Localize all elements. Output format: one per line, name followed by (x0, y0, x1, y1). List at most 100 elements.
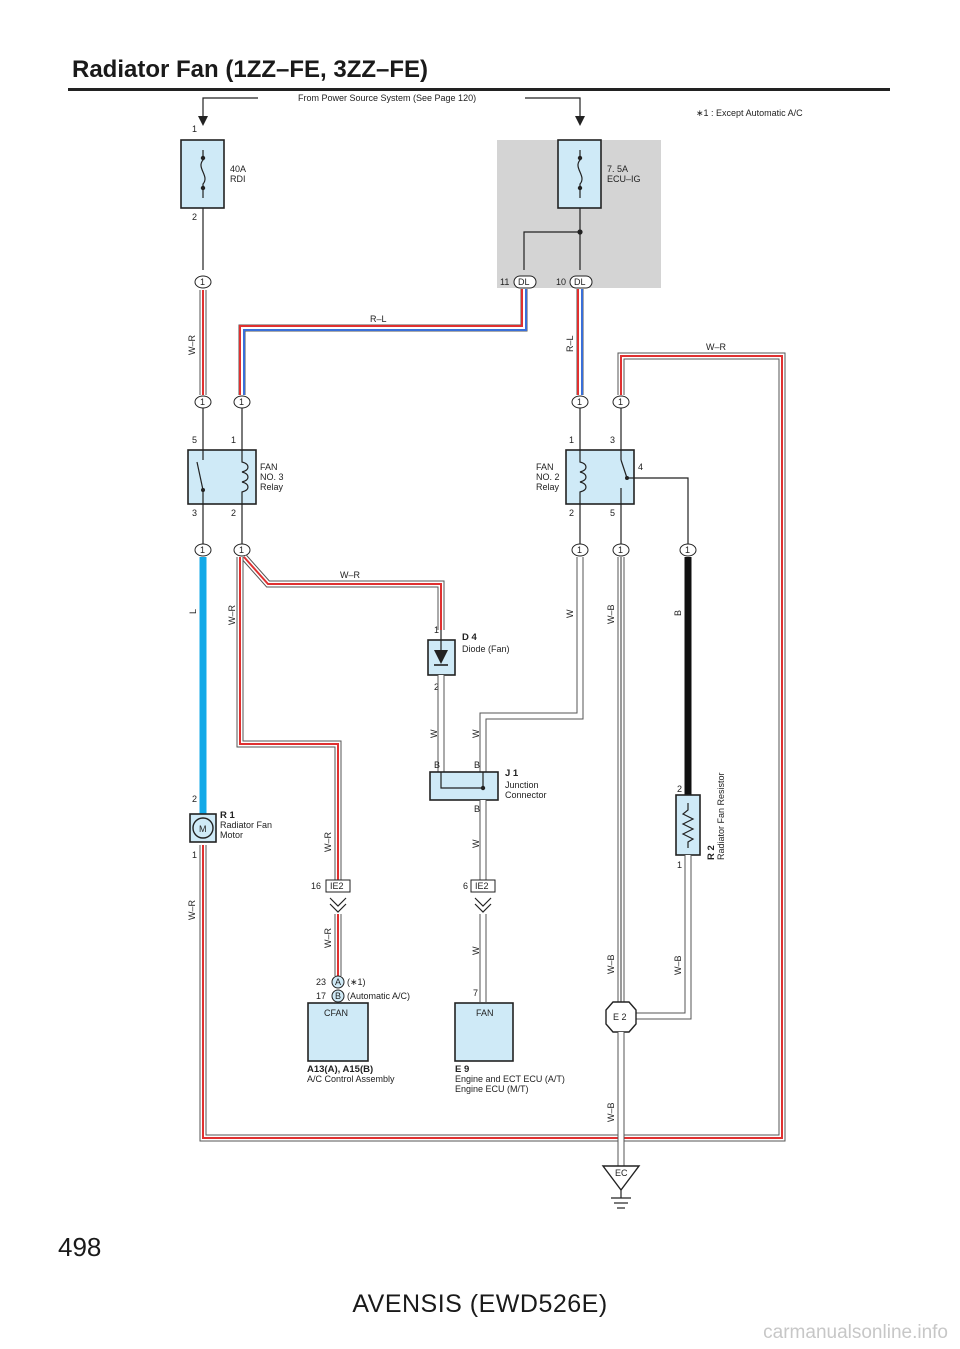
page-title: Radiator Fan (1ZZ–FE, 3ZZ–FE) (72, 56, 429, 83)
resistor-pin2: 2 (677, 784, 682, 794)
ac-pin-b: B 17 (Automatic A/C) (316, 989, 410, 1003)
wire-w-fan2-j1 (479, 557, 584, 772)
ac-control-box (307, 1002, 369, 1062)
ground-ec-label: EC (615, 1168, 628, 1178)
wire-wr-loop (199, 352, 786, 1142)
fan3-switch-dot (201, 488, 205, 492)
resistor-pin1: 1 (677, 860, 682, 870)
wire-wr-ac (236, 557, 342, 880)
junction-line1: Junction (505, 780, 539, 790)
motor-pin1: 1 (192, 850, 197, 860)
ecu-line2: Engine ECU (M/T) (455, 1084, 529, 1094)
svg-text:11: 11 (500, 277, 509, 287)
ecu-line1: Engine and ECT ECU (A/T) (455, 1074, 565, 1084)
wire-label-w-1: W (429, 729, 439, 738)
wire-rl-fan3 (238, 289, 528, 395)
ground-ec (601, 1165, 641, 1192)
svg-text:23: 23 (316, 977, 326, 987)
svg-text:1: 1 (577, 545, 582, 555)
wire-label-rl-1: R–L (370, 314, 387, 324)
ecu-terminal: FAN (476, 1008, 494, 1018)
fan2-pin-side: 4 (638, 462, 643, 472)
fuse-rdi-rating: 40A (230, 164, 246, 174)
diode-pin2: 2 (434, 682, 439, 692)
wire-label-wb-3: W–B (673, 955, 683, 975)
svg-text:IE2: IE2 (330, 881, 344, 891)
ecu-box (454, 1002, 514, 1062)
motor-line1: Radiator Fan (220, 820, 272, 830)
arrow-right (575, 116, 585, 126)
resistor-code: R 2 (706, 845, 717, 860)
resistor-name: Radiator Fan Resistor (716, 772, 726, 860)
junction-line2: Connector (505, 790, 547, 800)
ground-e2 (605, 1001, 637, 1033)
wire-label-wr-7: W–R (323, 928, 333, 949)
wire-label-wr-3: W–R (187, 900, 197, 921)
ac-name: A/C Control Assembly (307, 1074, 395, 1084)
svg-text:B: B (335, 991, 341, 1001)
svg-text:(∗1): (∗1) (347, 977, 366, 987)
junction-b-left: B (434, 760, 440, 770)
wire-label-w-3: W (471, 729, 481, 738)
svg-text:DL: DL (518, 277, 530, 287)
svg-text:1: 1 (685, 545, 690, 555)
svg-text:6: 6 (463, 881, 468, 891)
wire-label-wb-1: W–B (606, 604, 616, 624)
fan2-pin-tr: 3 (610, 435, 615, 445)
motor-symbol (192, 817, 214, 839)
svg-text:1: 1 (577, 397, 582, 407)
wire-label-wr-5: W–R (227, 605, 237, 626)
wire-label-w-2: W (565, 609, 575, 618)
wire-label-wr-4: W–R (340, 570, 361, 580)
wire-wr-diode (241, 554, 445, 630)
footnote: ∗1 : Except Automatic A/C (696, 108, 803, 118)
fan3-label-2: NO. 3 (260, 472, 284, 482)
svg-text:1: 1 (200, 277, 205, 287)
svg-text:1: 1 (200, 397, 205, 407)
wire-ecu-ig-branch (523, 231, 580, 270)
ac-terminal: CFAN (324, 1008, 348, 1018)
svg-text:1: 1 (239, 397, 244, 407)
fan3-label-3: Relay (260, 482, 284, 492)
svg-text:1: 1 (239, 545, 244, 555)
ecu-code: E 9 (455, 1064, 469, 1075)
wire-label-wr-2: W–R (706, 342, 727, 352)
motor-code: R 1 (220, 810, 236, 821)
ie2-connector-6: IE2 6 (463, 879, 496, 913)
wire-wb-resistor (636, 855, 692, 1020)
fan2-pin-tl: 1 (569, 435, 574, 445)
motor-line2: Motor (220, 830, 243, 840)
wire-label-wb-4: W–B (606, 1102, 616, 1122)
title-rule (68, 88, 890, 91)
ecu-pin: 7 (473, 988, 478, 998)
power-line-right (525, 97, 581, 124)
ie2-connector-16: IE2 16 (311, 879, 351, 913)
svg-text:IE2: IE2 (475, 881, 489, 891)
fan3-pin-br: 2 (231, 508, 236, 518)
motor-pin2: 2 (192, 794, 197, 804)
fuse-rdi-name: RDI (230, 174, 246, 184)
junction-b-right: B (474, 760, 480, 770)
svg-text:10: 10 (556, 277, 566, 287)
fan2-pin-br: 5 (610, 508, 615, 518)
fan2-pin-bl: 2 (569, 508, 574, 518)
fuse-ecu-ig-dot-bot (577, 185, 583, 191)
fan3-switch-blade (196, 461, 204, 491)
wire-label-l: L (188, 609, 198, 614)
dl-connector-11: DL 11 (500, 275, 537, 289)
wire-label-wr-6: W–R (323, 832, 333, 853)
fan2-relay (565, 449, 635, 505)
arrow-left (198, 116, 208, 126)
diode-symbol (434, 650, 448, 664)
page-number: 498 (58, 1232, 102, 1262)
ac-pin-a: A 23 (∗1) (316, 975, 366, 989)
fan3-pin-bl: 3 (192, 508, 197, 518)
fuse-rdi-pin-top: 1 (192, 124, 197, 134)
fan2-label-3: Relay (536, 482, 560, 492)
junction-code: J 1 (505, 768, 519, 779)
watermark: carmanualsonline.info (763, 1322, 948, 1343)
svg-text:1: 1 (618, 397, 623, 407)
fan2-switch-blade (620, 459, 628, 479)
fuse-rdi-dot-bot (200, 185, 206, 191)
